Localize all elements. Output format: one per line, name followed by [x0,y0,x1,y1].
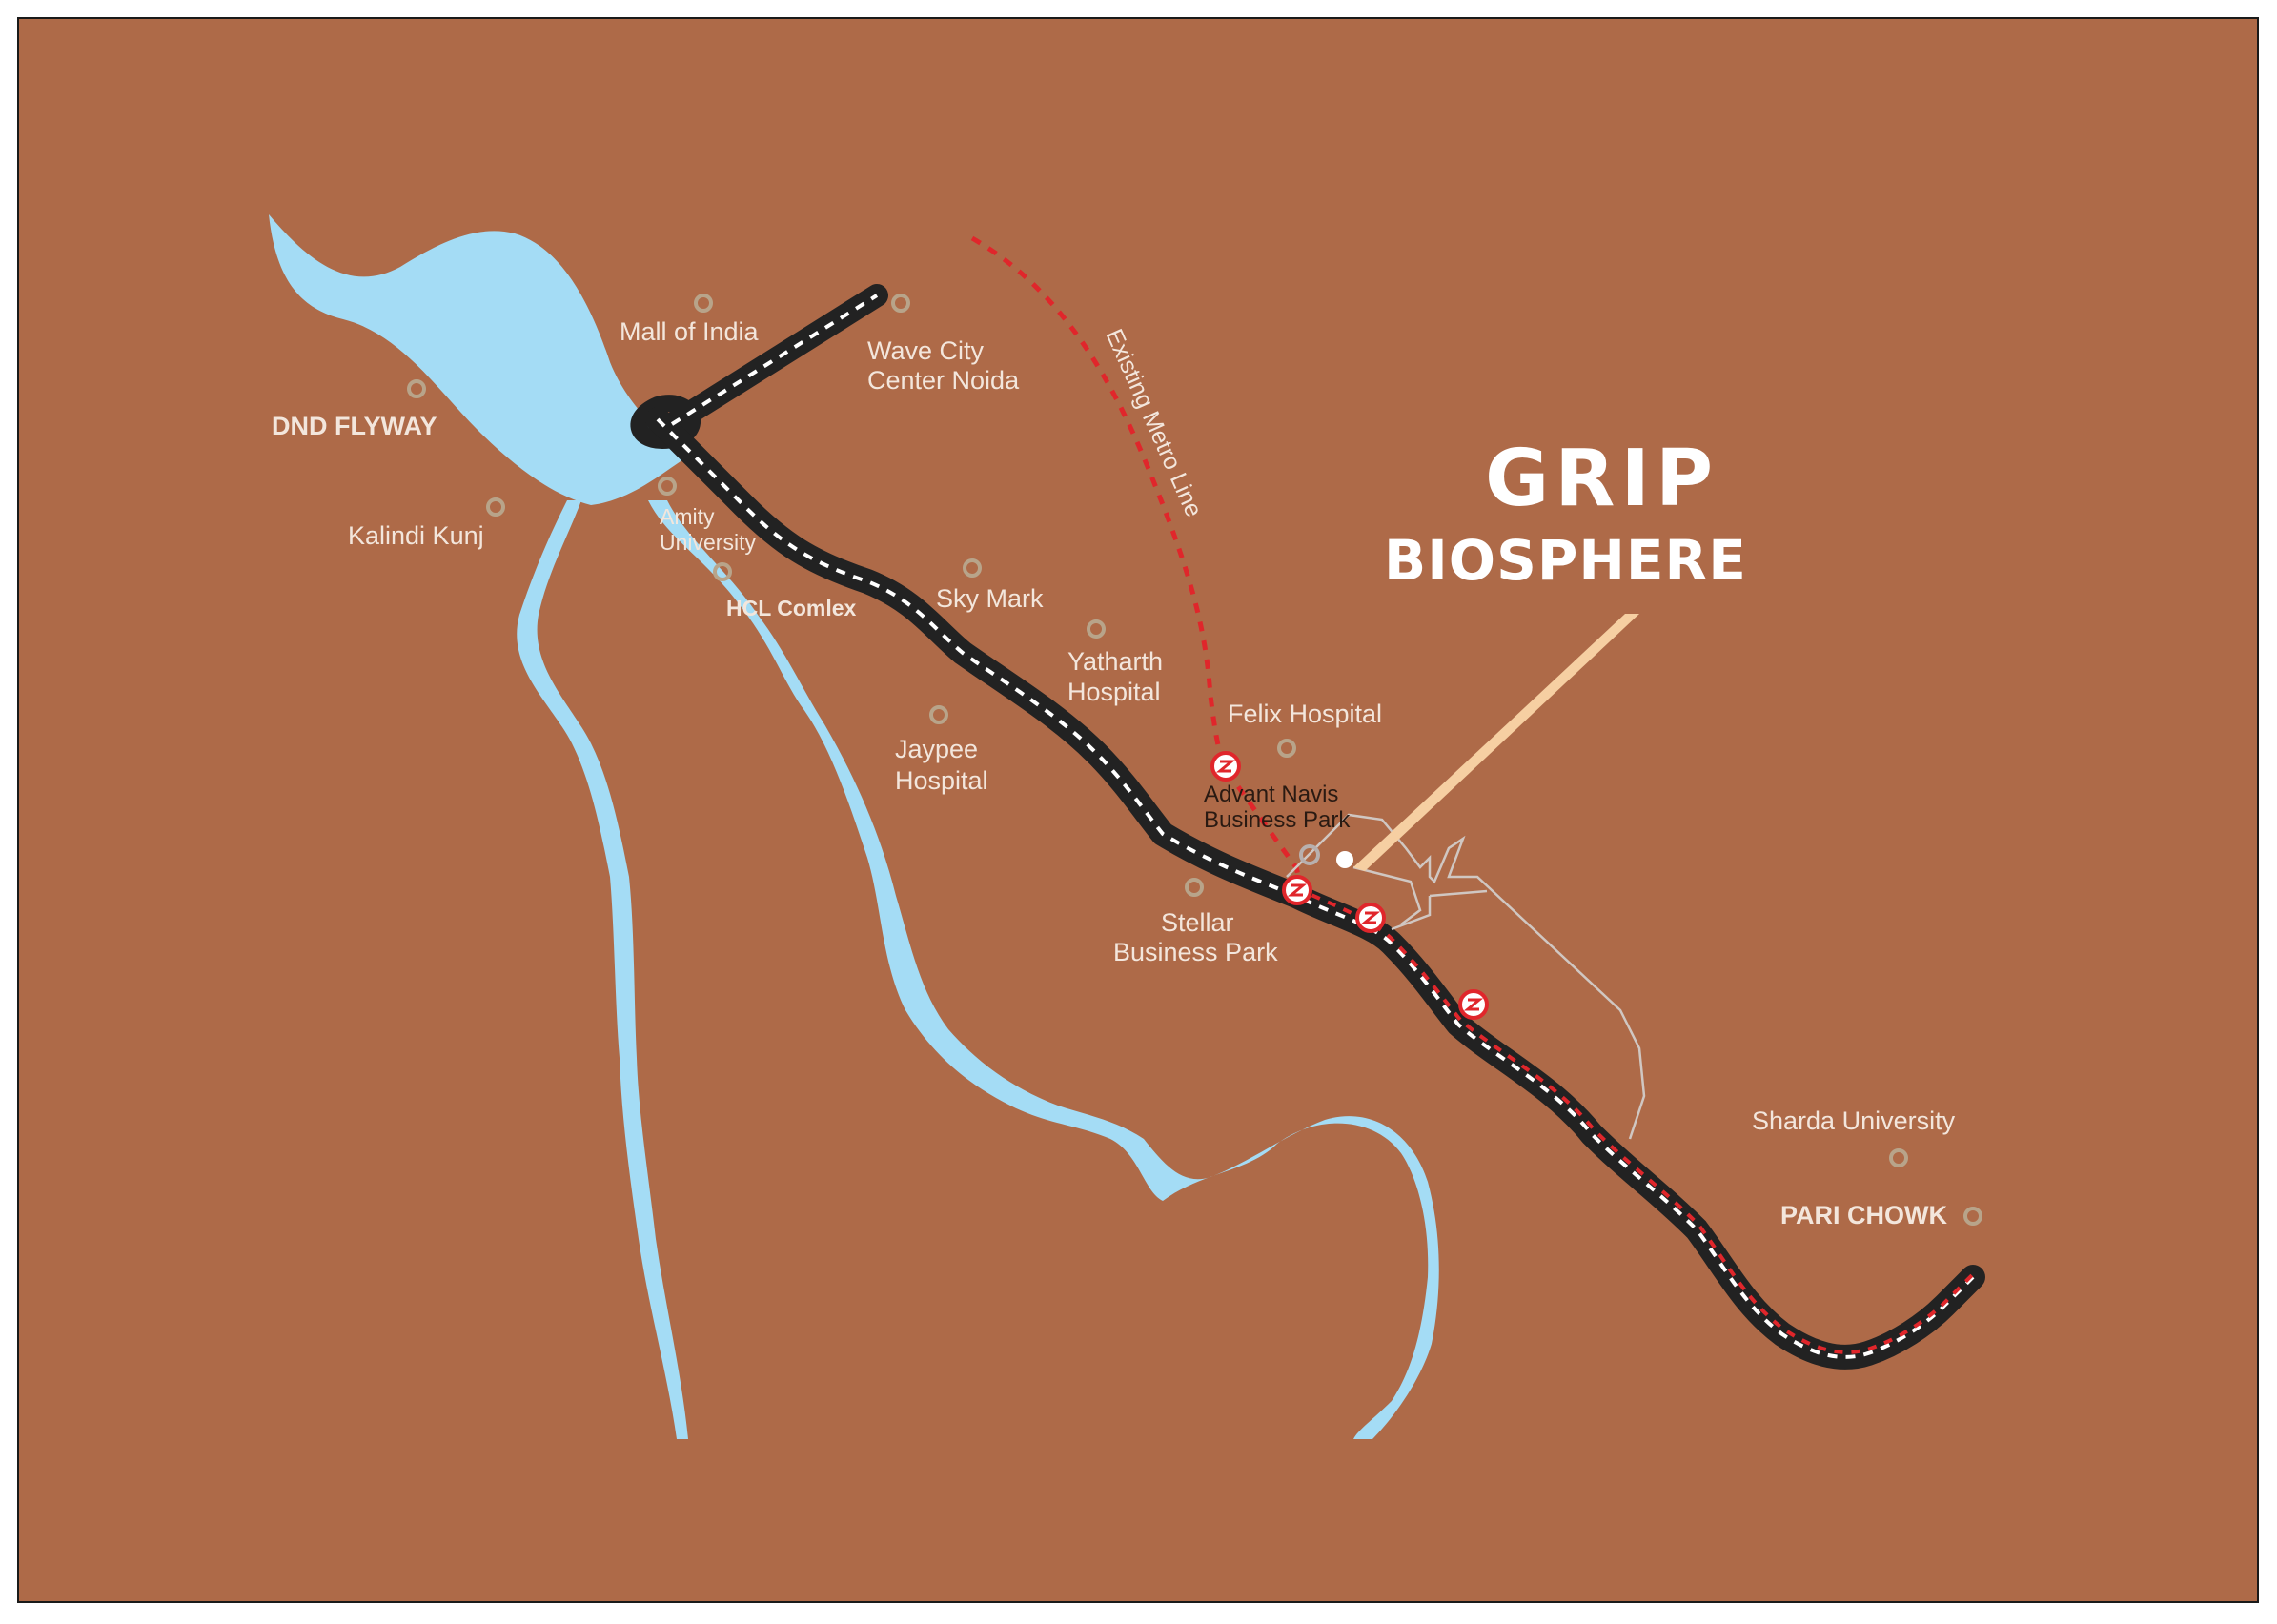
road-branch-dashes [670,294,879,426]
landmark-labels: Mall of India Wave City Center Noida DND… [272,317,1956,1229]
dnd-flyway-marker [407,379,426,398]
jaypee-marker [929,705,948,724]
location-map: Existing Metro Line Mall of India Wave C… [17,17,2259,1603]
felix-marker [1277,739,1296,758]
label-felix: Felix Hospital [1228,700,1382,728]
plot-inner-3 [1391,896,1432,931]
expressway [630,284,1985,1370]
existing-metro-line [970,235,1304,887]
label-stellar-2: Business Park [1113,938,1278,966]
label-sky-mark: Sky Mark [936,584,1044,613]
label-advant-1: Advant Navis [1204,782,1338,807]
river-right [648,500,1439,1439]
project-location-marker [1336,851,1353,868]
label-kalindi-kunj: Kalindi Kunj [348,521,484,550]
sharda-marker [1889,1148,1908,1167]
river-left [517,500,688,1439]
label-hcl: HCL Comlex [726,596,857,620]
label-amity-2: University [660,530,756,555]
label-sharda: Sharda University [1752,1106,1956,1135]
project-pointer [1353,614,1639,871]
sky-mark-marker [963,558,982,578]
label-wave-city-2: Center Noida [867,366,1020,395]
metro-station-icon [1282,875,1312,905]
road-main-dashes [656,417,1975,1359]
label-dnd-flyway: DND FLYWAY [272,412,437,440]
lake [269,214,686,505]
label-advant-2: Business Park [1204,807,1351,833]
label-stellar-1: Stellar [1161,908,1234,937]
project-brand: GRIP BIOSPHERE [1384,434,1747,593]
landmark-markers [407,294,1982,1226]
map-canvas: Existing Metro Line Mall of India Wave C… [269,214,1985,1439]
brand-title-biosphere: BIOSPHERE [1384,528,1747,593]
advant-navis-marker [1299,844,1320,865]
amity-marker [658,477,677,496]
metro-line-label: Existing Metro Line [1101,325,1208,521]
metro-along-road [1295,886,1977,1354]
metro-stations [1210,751,1489,1020]
wave-city-marker [891,294,910,313]
label-wave-city-1: Wave City [867,336,985,365]
road-main [645,407,1985,1370]
label-jaypee-2: Hospital [895,766,988,795]
label-yatharth-1: Yatharth [1067,647,1163,676]
water-bodies [269,214,1439,1439]
plot-inner-2 [1429,889,1488,898]
pari-chowk-marker [1963,1207,1982,1226]
kalindi-kunj-marker [486,497,505,517]
plot-inner-1 [1352,865,1422,925]
stellar-marker [1185,878,1204,897]
label-mall-of-india: Mall of India [620,317,760,346]
metro-station-icon [1458,989,1489,1020]
label-yatharth-2: Hospital [1067,678,1161,706]
road-loop [630,395,701,449]
yatharth-marker [1087,619,1106,639]
label-pari-chowk: PARI CHOWK [1780,1201,1947,1229]
label-amity-1: Amity [660,504,715,529]
brand-title-grip: GRIP [1485,434,1718,524]
mall-of-india-marker [694,294,713,313]
label-jaypee-1: Jaypee [895,735,978,763]
hcl-marker [713,562,732,581]
metro-station-icon [1355,903,1386,933]
metro-station-icon [1210,751,1241,782]
